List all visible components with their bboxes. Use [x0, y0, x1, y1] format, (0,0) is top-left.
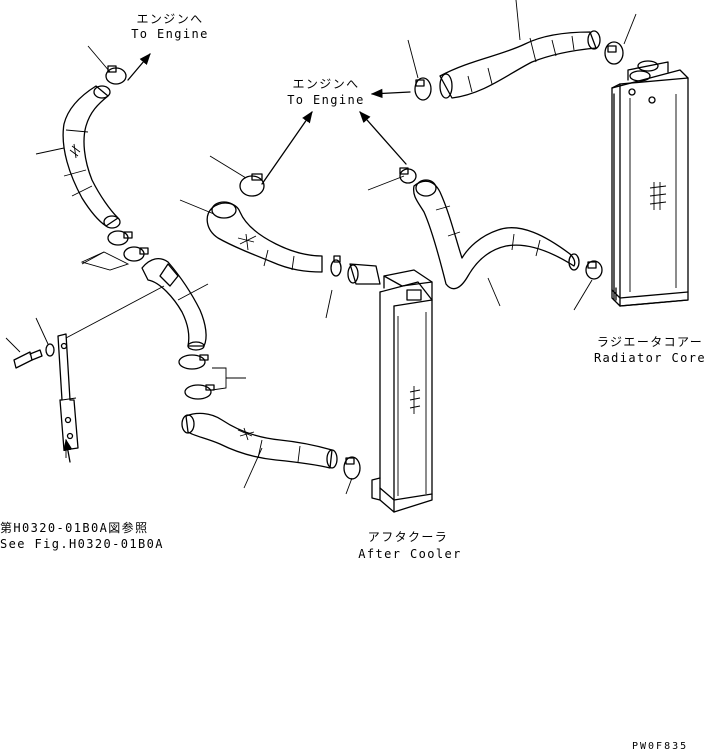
- hose-clamp: [107, 230, 149, 262]
- aftercooler-label-jp: アフタクーラ: [367, 530, 449, 544]
- reference-label-jp: 第H0320-01B0A図参照: [0, 521, 149, 535]
- engine-label-jp-top: エンジンへ: [136, 12, 204, 26]
- mounting-bracket: [57, 333, 79, 451]
- reference-label-en: See Fig.H0320-01B0A: [0, 537, 164, 551]
- left-upper-hose: [62, 85, 121, 229]
- aftercooler-label-en: After Cooler: [358, 547, 462, 561]
- after-cooler: [371, 269, 433, 513]
- hose-clamp: [585, 260, 603, 280]
- radiator-label-jp: ラジエータコアー: [596, 335, 704, 349]
- aftercooler-inlet: [347, 263, 381, 285]
- engine-label-jp-mid: エンジンへ: [292, 77, 360, 91]
- radiator-upper-hose: [439, 30, 601, 99]
- engine-label-en-mid: To Engine: [287, 93, 365, 107]
- hose-clamp: [414, 41, 624, 101]
- radiator-core: [611, 60, 689, 307]
- engine-label-en-top: To Engine: [131, 27, 209, 41]
- radiator-lower-hose: [412, 179, 580, 290]
- hose-clamp: [343, 456, 361, 480]
- hose-clamp: [239, 173, 265, 197]
- bolt: [13, 349, 43, 369]
- hose-clamp: [178, 354, 215, 400]
- hose-clamp: [399, 167, 417, 184]
- steel-pipe: [141, 257, 207, 351]
- drawing-code: PW0F835: [632, 741, 689, 752]
- washer: [45, 343, 55, 357]
- radiator-label-en: Radiator Core: [593, 351, 705, 365]
- clamp-small: [330, 255, 342, 277]
- hose-clamp: [105, 65, 127, 85]
- aftercooler-lower-hose: [181, 412, 338, 469]
- aftercooler-upper-hose: [206, 201, 323, 273]
